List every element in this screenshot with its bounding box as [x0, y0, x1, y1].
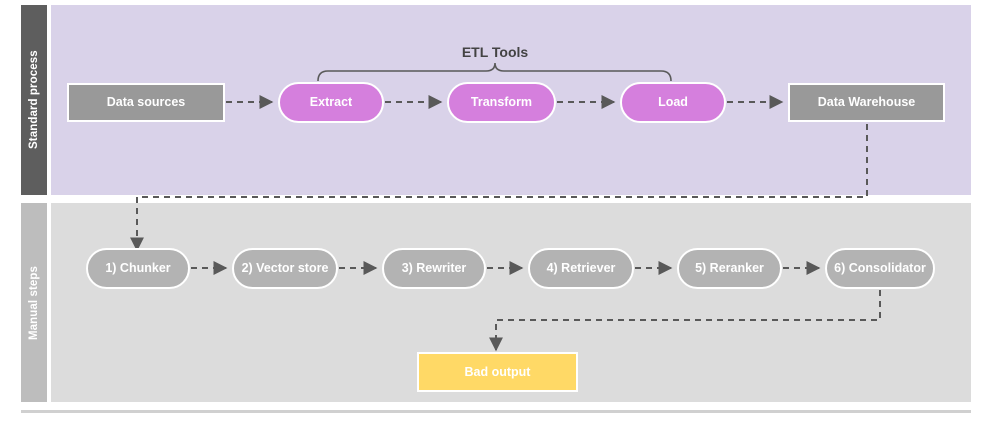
node-reranker[interactable]: 5) Reranker: [677, 248, 782, 289]
node-load[interactable]: Load: [620, 82, 726, 123]
node-data-warehouse[interactable]: Data Warehouse: [788, 83, 945, 122]
lane-label-standard-process: Standard process: [21, 5, 47, 195]
bottom-divider: [21, 410, 971, 413]
lane-label-manual-steps: Manual steps: [21, 203, 47, 402]
etl-tools-label: ETL Tools: [461, 44, 529, 60]
node-bad-output[interactable]: Bad output: [417, 352, 578, 392]
node-retriever[interactable]: 4) Retriever: [528, 248, 634, 289]
node-vector-store[interactable]: 2) Vector store: [232, 248, 338, 289]
node-chunker[interactable]: 1) Chunker: [86, 248, 190, 289]
node-transform[interactable]: Transform: [447, 82, 556, 123]
node-data-sources[interactable]: Data sources: [67, 83, 225, 122]
node-extract[interactable]: Extract: [278, 82, 384, 123]
node-rewriter[interactable]: 3) Rewriter: [382, 248, 486, 289]
node-consolidator[interactable]: 6) Consolidator: [825, 248, 935, 289]
